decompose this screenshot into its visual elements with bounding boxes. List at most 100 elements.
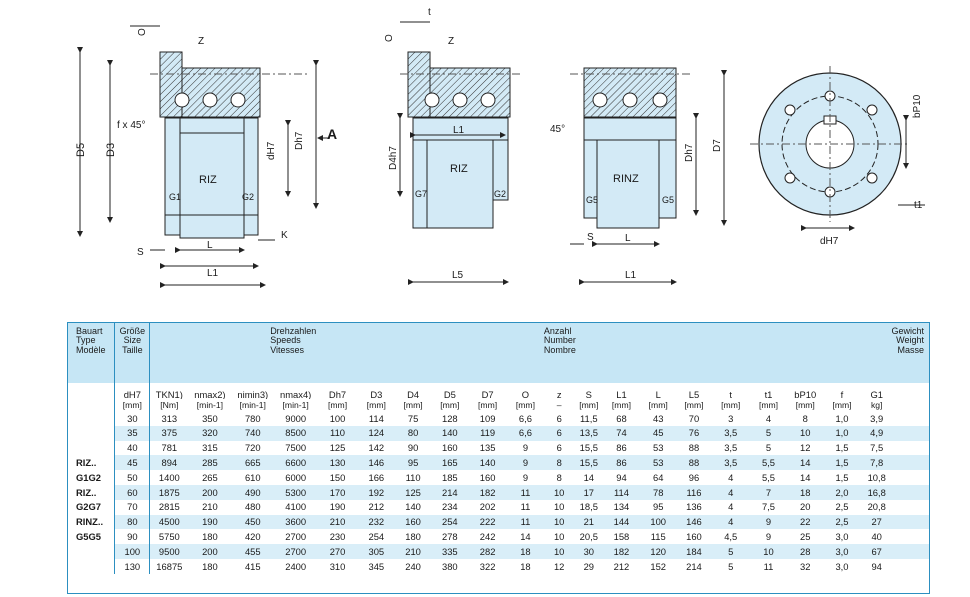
table-cell: 120 xyxy=(639,544,677,559)
table-cell: 2,0 xyxy=(823,484,861,500)
table-cell: 10 xyxy=(553,501,565,513)
table-cell: 29 xyxy=(583,560,594,572)
label-riz-2: RIZ xyxy=(450,163,468,175)
table-cell: 28 xyxy=(786,544,824,559)
table-cell: 313 xyxy=(161,412,178,424)
table-cell: 40 xyxy=(871,531,882,543)
unit-cell: [mm] xyxy=(639,399,677,411)
table-cell: 50 xyxy=(114,470,151,485)
table-cell: 278 xyxy=(442,531,458,543)
table-cell: 6,6 xyxy=(507,425,544,441)
table-cell: 30 xyxy=(114,411,151,426)
table-cell: 100 xyxy=(639,514,677,530)
table-cell: 180 xyxy=(405,531,421,543)
model-cell: RIZ.. xyxy=(68,455,116,471)
label-l5-2: L5 xyxy=(452,270,464,281)
table-cell: 152 xyxy=(650,560,667,572)
table-cell: 310 xyxy=(329,560,346,572)
table-cell: 75 xyxy=(407,412,419,424)
table-cell: 125 xyxy=(329,442,346,454)
table-cell: 740 xyxy=(231,425,275,441)
table-cell: 6 xyxy=(556,412,562,424)
table-cell: 190 xyxy=(188,514,232,530)
table-cell: 315 xyxy=(202,442,218,454)
table-cell: 160 xyxy=(442,442,458,454)
label-fx45: f x 45° xyxy=(117,120,145,131)
table-cell: 124 xyxy=(357,425,395,441)
table-spacer xyxy=(893,544,929,559)
table-cell: 135 xyxy=(479,442,496,454)
table-cell: 100 xyxy=(114,544,151,559)
table-cell: 12 xyxy=(800,442,811,454)
table-cell: 3,0 xyxy=(823,544,861,559)
table-cell: 322 xyxy=(479,560,496,572)
table-cell: 282 xyxy=(468,544,507,559)
table-cell: 11 xyxy=(507,514,544,530)
label-o-2: O xyxy=(384,34,395,42)
table-cell: 70 xyxy=(688,412,700,424)
label-g2: G2 xyxy=(242,192,254,202)
table-spacer xyxy=(893,455,929,471)
table-cell: 80 xyxy=(114,514,151,530)
table-spacer xyxy=(893,514,929,530)
symbol-cell: O xyxy=(507,383,544,399)
table-cell: 94 xyxy=(616,471,627,483)
table-cell: 20 xyxy=(800,501,811,513)
unit-cell: kg] xyxy=(860,399,894,411)
unit-cell: [mm] xyxy=(711,399,751,411)
symbol-cell: S xyxy=(574,383,604,399)
table-cell: 182 xyxy=(603,544,640,559)
table-cell: 2,5 xyxy=(823,514,861,530)
unit-cell: [mm] xyxy=(676,399,712,411)
label-d5: D5 xyxy=(75,143,87,157)
header-weight: Gewicht Weight Masse xyxy=(676,323,929,383)
table-cell: 53 xyxy=(652,442,664,454)
label-g5-b: G5 xyxy=(662,195,674,205)
table-cell: 22 xyxy=(786,514,824,530)
table-spacer xyxy=(893,411,929,426)
table-cell: 14 xyxy=(520,531,531,543)
table-spacer xyxy=(893,441,929,456)
table-cell: 35 xyxy=(114,425,151,441)
table-cell: 96 xyxy=(688,471,700,483)
table-cell: 210 xyxy=(317,514,358,530)
label-dh7-4: dH7 xyxy=(820,236,839,247)
symbol-cell: TKN1) xyxy=(149,383,189,399)
model-cell: G2G7 xyxy=(68,499,116,515)
table-cell: 455 xyxy=(231,544,275,559)
table-cell: 3,5 xyxy=(711,425,751,441)
unit-cell: [mm] xyxy=(823,399,861,411)
model-cell: RIZ.. xyxy=(68,484,116,500)
symbol-cell: t xyxy=(711,383,751,399)
table-cell: 11,5 xyxy=(580,412,598,424)
symbol-cell: L xyxy=(639,383,677,399)
label-g2-b: G2 xyxy=(494,189,506,199)
table-cell: 74 xyxy=(603,425,640,441)
table-cell: 1400 xyxy=(158,471,180,483)
unit-blank xyxy=(68,399,116,411)
table-cell: 8500 xyxy=(274,425,318,441)
symbol-blank xyxy=(68,383,116,399)
table-cell: 780 xyxy=(244,412,261,424)
table-cell: 192 xyxy=(357,484,395,500)
table-cell: 40 xyxy=(114,440,151,456)
table-cell: 119 xyxy=(468,425,507,441)
table-cell: 146 xyxy=(357,455,395,471)
table-cell: 165 xyxy=(431,455,469,471)
label-bp10: bP10 xyxy=(912,94,923,118)
table-cell: 150 xyxy=(329,471,346,483)
table-cell: 3600 xyxy=(274,514,318,530)
table-cell: 94 xyxy=(871,560,882,572)
table-cell: 9 xyxy=(522,471,529,483)
table-cell: 7,5 xyxy=(870,442,884,454)
symbol-cell: dH7 xyxy=(114,383,151,399)
table-cell: 130 xyxy=(114,558,151,574)
table-cell: 254 xyxy=(431,514,469,530)
table-cell: 210 xyxy=(394,544,432,559)
label-s-3: S xyxy=(587,232,594,243)
